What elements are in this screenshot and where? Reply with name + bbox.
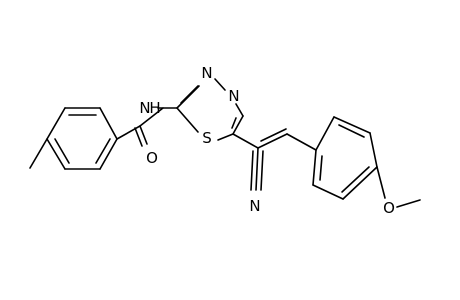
thiadiazole-nitrogen-4-label: N [228,87,239,105]
thiadiazole-nitrogen-3-label: N [201,64,212,82]
methylbenzene-ring [46,107,118,170]
amide-group [116,107,178,147]
amide-nitrogen-label: N [139,99,150,117]
thiadiazole-ring [176,78,244,141]
amide-hydrogen-label: H [149,99,160,117]
thiadiazole-sulfur-label: S [202,129,212,147]
methoxyphenyl-ring [312,116,378,200]
methoxy-methyl-bond [396,199,421,208]
carbonyl-oxygen-label: O [146,149,158,167]
methoxy-oxygen-label: O [383,199,395,217]
methoxy-bond [376,166,386,199]
methyl-bond [29,138,48,169]
vinyl-nitrile-group [232,128,317,191]
nitrile-nitrogen-label: N [249,197,260,215]
